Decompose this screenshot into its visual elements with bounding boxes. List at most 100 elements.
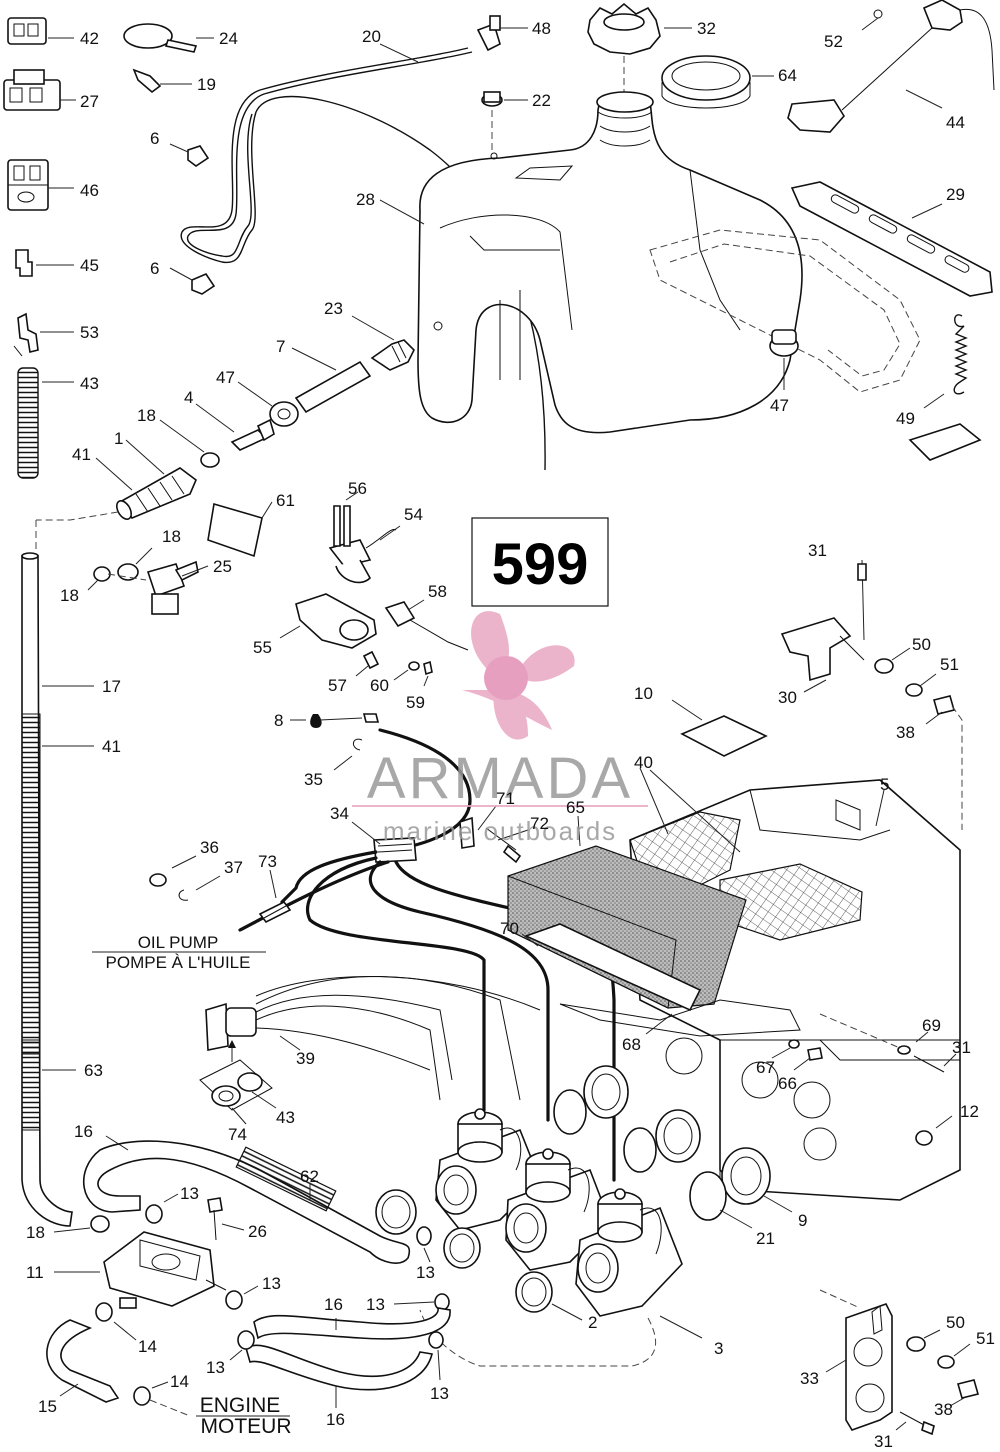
connector-39	[205, 975, 541, 1101]
clip-35	[333, 738, 363, 771]
clip-6-lower	[169, 267, 216, 295]
callout-5: 5	[880, 775, 889, 794]
callout-6: 6	[150, 129, 159, 148]
callout-50: 50	[912, 635, 931, 654]
callout-73: 73	[258, 852, 277, 871]
fitting-48	[476, 15, 528, 52]
carb-clamps-2-13	[375, 1189, 583, 1381]
air-filter-65	[507, 815, 747, 1009]
callout-43: 43	[276, 1108, 295, 1127]
bracket-30-hardware	[780, 559, 963, 830]
callout-37: 37	[224, 858, 243, 877]
callout-50: 50	[946, 1313, 965, 1332]
callout-49: 49	[896, 409, 915, 428]
callout-33: 33	[800, 1369, 819, 1388]
clamp-18-top	[159, 419, 220, 468]
engine-label-fr: MOTEUR	[201, 1415, 292, 1438]
callout-54: 54	[404, 505, 423, 524]
pump-clamp-13-right	[225, 1285, 259, 1310]
callout-41: 41	[72, 445, 91, 464]
intake-rubbers-9	[583, 1065, 793, 1213]
callout-74: 74	[228, 1125, 247, 1144]
callout-22: 22	[532, 91, 551, 110]
gasket-64	[661, 55, 774, 109]
washer-67-screw-66	[771, 1039, 823, 1071]
grommet-47-left	[237, 381, 299, 427]
callout-16: 16	[326, 1410, 345, 1429]
seal-kit-43-74	[199, 1040, 277, 1125]
callout-14: 14	[170, 1372, 189, 1391]
callout-35: 35	[304, 770, 323, 789]
callout-13: 13	[262, 1274, 281, 1293]
callout-61: 61	[276, 491, 295, 510]
fuel-tank-28	[379, 91, 803, 434]
callout-30: 30	[778, 688, 797, 707]
callout-46: 46	[80, 181, 99, 200]
callout-51: 51	[976, 1329, 995, 1348]
callout-27: 27	[80, 92, 99, 111]
callout-1: 1	[114, 429, 123, 448]
carburetors-3	[419, 1108, 703, 1367]
callout-51: 51	[940, 655, 959, 674]
throttle-cable-20	[180, 43, 546, 471]
callout-18: 18	[162, 527, 181, 546]
callout-45: 45	[80, 256, 99, 275]
page-number: 599	[492, 532, 589, 597]
pump-hoses-16-62	[83, 1135, 411, 1264]
callout-34: 34	[330, 804, 349, 823]
washer-36	[149, 855, 197, 887]
callout-56: 56	[348, 479, 367, 498]
callout-38: 38	[934, 1400, 953, 1419]
callout-66: 66	[778, 1074, 797, 1093]
spring-sleeve-43	[17, 367, 74, 479]
tank-strap-dashed	[649, 229, 921, 393]
pump-clamp-13-top	[145, 1193, 179, 1224]
callout-52: 52	[824, 32, 843, 51]
watermark-tagline: marine outboards	[383, 816, 617, 846]
callout-38: 38	[896, 723, 915, 742]
clamps-21	[553, 1089, 753, 1229]
callout-68: 68	[622, 1035, 641, 1054]
callout-64: 64	[778, 66, 797, 85]
cable-tie-24	[123, 23, 214, 53]
engine-block-5	[629, 779, 961, 1201]
callout-42: 42	[80, 29, 99, 48]
callout-71: 71	[496, 789, 515, 808]
callout-58: 58	[428, 582, 447, 601]
clip-6-upper	[169, 143, 210, 167]
grommet-22	[481, 91, 528, 150]
clamp-18-left	[87, 566, 111, 591]
callout-18: 18	[26, 1223, 45, 1242]
callout-44: 44	[946, 113, 965, 132]
callout-26: 26	[248, 1222, 267, 1241]
spring-49	[908, 314, 982, 461]
engine-hose-15	[46, 1319, 191, 1417]
choke-lever-55	[279, 593, 377, 649]
elbow-4	[195, 403, 275, 451]
callout-13: 13	[206, 1358, 225, 1377]
switch-58	[384, 599, 469, 651]
callout-18: 18	[137, 406, 156, 425]
callout-25: 25	[213, 557, 232, 576]
callout-8: 8	[274, 711, 283, 730]
callout-60: 60	[370, 676, 389, 695]
callout-53: 53	[80, 323, 99, 342]
propeller-logo	[462, 611, 575, 740]
fuel-hose-17-41-63	[21, 520, 94, 1227]
callout-36: 36	[200, 838, 219, 857]
bleeder-8	[290, 713, 380, 728]
callout-55: 55	[253, 638, 272, 657]
fuel-pump-11	[54, 1231, 227, 1309]
watermark-brand: ARMADA	[367, 746, 633, 811]
hardware-50-51-38-31	[895, 1329, 979, 1436]
callout-48: 48	[532, 19, 551, 38]
connector-42	[7, 17, 74, 45]
clip-19	[132, 68, 192, 94]
fuel-valve-25	[107, 560, 209, 615]
callout-29: 29	[946, 185, 965, 204]
lower-clamps-13-14	[95, 1302, 255, 1406]
engine-label-en: ENGINE	[200, 1394, 281, 1417]
callout-43: 43	[80, 374, 99, 393]
bracket-71-72	[459, 805, 529, 864]
